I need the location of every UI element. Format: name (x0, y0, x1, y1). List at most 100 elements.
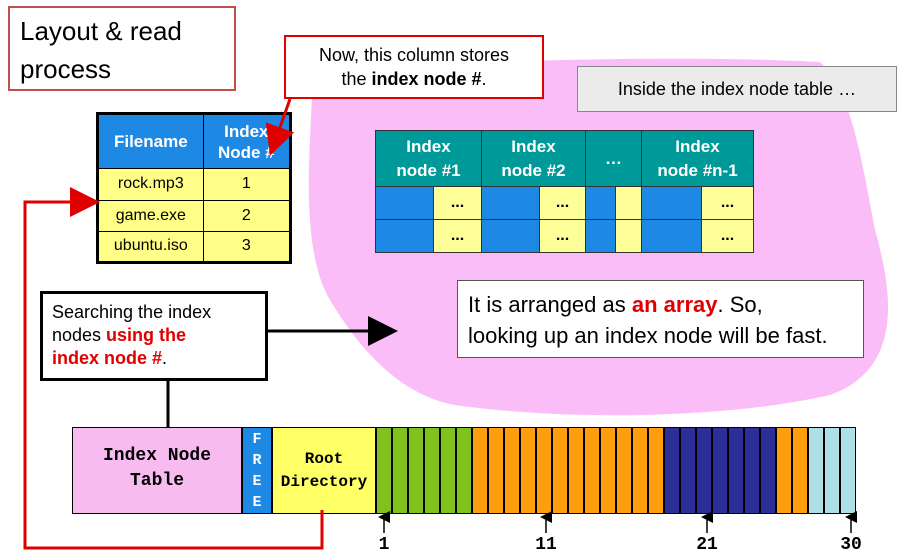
inode-cell-blue (641, 219, 702, 253)
disk-block (440, 427, 456, 514)
disk-block (584, 427, 600, 514)
filename-cell: rock.mp3 (97, 168, 204, 201)
filename-table: Filename Index Node # rock.mp3 1 game.ex… (96, 112, 292, 264)
block-marker-label: 11 (535, 535, 557, 555)
inode-cell-blue (641, 186, 702, 220)
node-cell: 2 (202, 199, 292, 232)
disk-block (568, 427, 584, 514)
inode-row: ... ... ... (375, 219, 755, 253)
inode-cell-ellipsis: ... (433, 186, 482, 220)
disk-block (392, 427, 408, 514)
disk-label-line: Root (304, 450, 344, 468)
search-line-2: nodes using the (52, 324, 265, 347)
filename-cell: ubuntu.iso (97, 230, 204, 264)
array-note-line-1: It is arranged as an array. So, (468, 289, 863, 320)
disk-block (824, 427, 840, 514)
index-node-header: Index Node # (202, 112, 292, 170)
inode-cell-blue (481, 186, 540, 220)
column-callout: Now, this column stores the index node #… (284, 35, 544, 99)
inode-header-ellipsis: … (585, 130, 642, 187)
disk-block (488, 427, 504, 514)
search-suffix: . (162, 348, 168, 368)
inode-header-n-1: Index node #n-1 (640, 130, 755, 187)
disk-block (616, 427, 632, 514)
disk-block (424, 427, 440, 514)
disk-block (840, 427, 856, 514)
callout-prefix: the (341, 69, 372, 89)
block-marker-label: 1 (378, 535, 390, 555)
disk-root-directory: Root Directory (272, 427, 376, 514)
inode-cell-blue (481, 219, 540, 253)
header-line: node #n-1 (657, 160, 738, 180)
header-line: node #1 (396, 160, 461, 180)
disk-label-line: Directory (280, 473, 368, 491)
block-marker-label: 21 (696, 535, 718, 555)
search-highlight: index node # (52, 348, 163, 368)
disk-block (472, 427, 488, 514)
inside-table-label: Inside the index node table … (577, 66, 897, 112)
array-note-line-2: looking up an index node will be fast. (468, 323, 828, 348)
free-letter: F (252, 431, 262, 448)
disk-block (520, 427, 536, 514)
disk-block (552, 427, 568, 514)
callout-bold: index node # (371, 69, 482, 89)
free-letter: E (252, 494, 262, 511)
callout-line-1: Now, this column stores (318, 45, 510, 65)
disk-label-line: Index Node (102, 446, 212, 466)
disk-block (744, 427, 760, 514)
disk-block (776, 427, 792, 514)
search-note: Searching the index nodes using the inde… (40, 291, 268, 381)
inode-cell-ellipsis: ... (433, 219, 482, 253)
disk-block (792, 427, 808, 514)
disk-block (408, 427, 424, 514)
inode-cell-ellipsis: ... (700, 219, 755, 253)
disk-block (632, 427, 648, 514)
title-line-1: Layout & read (20, 16, 182, 46)
inode-cell-ellipsis: ... (700, 186, 755, 220)
header-line: Index (406, 136, 451, 156)
disk-block (696, 427, 712, 514)
disk-block (808, 427, 824, 514)
disk-block (376, 427, 392, 514)
free-letter: R (252, 452, 262, 469)
disk-block (536, 427, 552, 514)
search-line-3: index node #. (52, 347, 265, 370)
node-cell: 3 (202, 230, 292, 264)
table-row: rock.mp3 1 (97, 168, 292, 201)
disk-free-region: F R E E (242, 427, 272, 514)
header-line: node #2 (501, 160, 566, 180)
title-line-2: process (20, 54, 112, 84)
disk-block (760, 427, 776, 514)
search-highlight: using the (106, 325, 187, 345)
inode-cell-blue (375, 219, 434, 253)
filename-header: Filename (97, 112, 204, 170)
disk-block (648, 427, 664, 514)
header-line: Index (511, 136, 556, 156)
disk-block (600, 427, 616, 514)
disk-block (504, 427, 520, 514)
array-note: It is arranged as an array. So, looking … (457, 280, 864, 358)
disk-block (680, 427, 696, 514)
search-line-1: Searching the index (52, 302, 212, 322)
header-line: Index (675, 136, 720, 156)
disk-block (664, 427, 680, 514)
filename-cell: game.exe (97, 199, 204, 232)
inode-cell-yellow (615, 186, 642, 220)
inode-cell-blue (585, 219, 616, 253)
inode-row: ... ... ... (375, 186, 755, 220)
table-row: ubuntu.iso 3 (97, 230, 292, 264)
inode-cell-yellow (615, 219, 642, 253)
disk-block (712, 427, 728, 514)
index-node-array: Index node #1 Index node #2 … Index node #n… (375, 130, 755, 253)
search-prefix: nodes (52, 325, 107, 345)
callout-line-2: the index node #. (286, 67, 542, 91)
disk-index-node-table: Index Node Table (72, 427, 242, 514)
inode-header-2: Index node #2 (481, 130, 586, 187)
free-letter: E (252, 473, 262, 490)
disk-block (728, 427, 744, 514)
inode-header-1: Index node #1 (375, 130, 482, 187)
array-prefix: It is arranged as (468, 292, 632, 317)
callout-suffix: . (481, 69, 487, 89)
slide-title: Layout & read process (8, 6, 236, 91)
inode-cell-ellipsis: ... (539, 219, 586, 253)
